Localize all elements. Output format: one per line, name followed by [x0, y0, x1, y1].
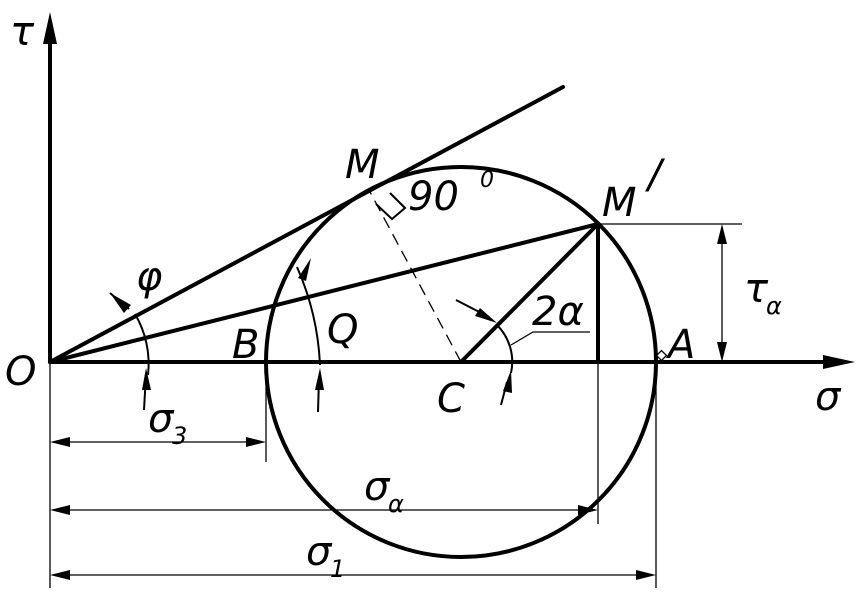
point-m-prime-mark: /: [645, 152, 666, 198]
dashed-radius-c-m: [368, 189, 462, 363]
point-c-label: C: [437, 376, 465, 422]
sigma-axis: [48, 355, 855, 369]
point-a-marker: [655, 349, 668, 362]
radius-c-m-prime: [459, 222, 600, 364]
point-m-label: M: [345, 142, 380, 188]
angle-q-arc: [296, 258, 324, 413]
line-o-m-prime: [48, 222, 600, 364]
tau-alpha-subscript: α: [766, 292, 782, 320]
dimension-sigma-alpha: [50, 505, 598, 515]
extension-lines: [49, 223, 742, 588]
tau-axis: [43, 12, 57, 364]
sigma-1-subscript: 1: [330, 555, 345, 583]
tau-alpha-label: τ: [744, 266, 769, 312]
dimension-tau-alpha: [717, 224, 727, 362]
origin-label: O: [5, 349, 36, 395]
sigma-alpha-label: σ: [364, 464, 391, 510]
angle-q-label: Q: [327, 307, 358, 353]
dimension-sigma-1: [50, 570, 656, 580]
tangent-line: [48, 85, 565, 364]
right-angle-value-label: 90: [408, 174, 459, 220]
tau-axis-label: τ: [10, 9, 35, 55]
right-angle-mark: [375, 192, 407, 221]
angle-2alpha-label: 2α: [532, 289, 584, 335]
point-a-label: A: [665, 322, 695, 368]
right-angle-degree-label: 0: [480, 168, 494, 193]
sigma-alpha-subscript: α: [388, 490, 404, 518]
sigma-3-label: σ: [148, 396, 175, 442]
sigma-axis-label: σ: [815, 374, 842, 420]
angle-phi-label: φ: [136, 254, 162, 300]
point-b-label: B: [232, 322, 259, 368]
point-m-prime-label: M: [602, 180, 637, 226]
sigma-3-subscript: 3: [172, 422, 187, 450]
angle-phi-arc: [109, 292, 151, 411]
angle-2alpha-arc: [455, 299, 590, 406]
dimension-sigma-3: [50, 437, 266, 447]
sigma-1-label: σ: [306, 529, 333, 575]
